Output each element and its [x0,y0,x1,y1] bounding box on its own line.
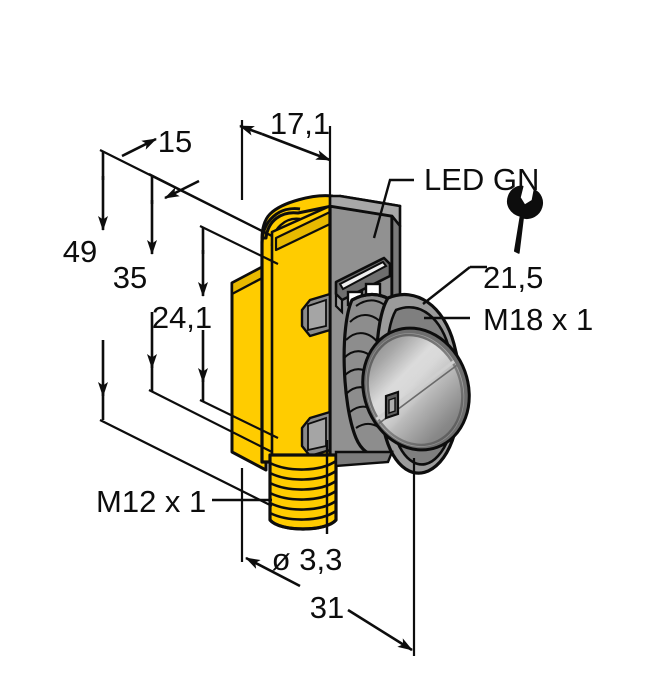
leader-line-wrench [422,266,471,305]
wrench-icon [507,185,544,254]
label-text-m12: M12 x 1 [96,484,206,519]
label-wrench-21-5: 21,5 [422,185,544,305]
label-m12: M12 x 1 [96,484,272,519]
label-text-m18: M18 x 1 [483,302,593,337]
dimension-35: 35 [113,173,273,453]
label-m18: M18 x 1 [424,302,593,337]
dimension-24-1: 24,1 [152,225,279,439]
dimension-value-49: 49 [63,234,97,269]
leader-line-led [372,178,414,239]
dimension-15: 15 [121,124,200,200]
dimension-31: 31 [240,458,416,656]
dimension-17-1: 17,1 [239,106,332,208]
dimension-49: 49 [63,149,273,507]
dimension-value-15: 15 [158,124,192,159]
label-diameter-3-3: ø 3,3 [272,440,343,577]
m12-connector [268,450,394,531]
lens-barrel [360,292,480,475]
dimension-value-31: 31 [310,590,344,625]
label-text-21-5: 21,5 [483,260,543,295]
dimension-value-35: 35 [113,260,147,295]
housing-yellow [260,194,334,464]
sensor-body [230,194,480,531]
label-text-diameter: ø 3,3 [272,542,343,577]
dimension-value-24-1: 24,1 [152,300,212,335]
dimension-value-17-1: 17,1 [270,106,330,141]
